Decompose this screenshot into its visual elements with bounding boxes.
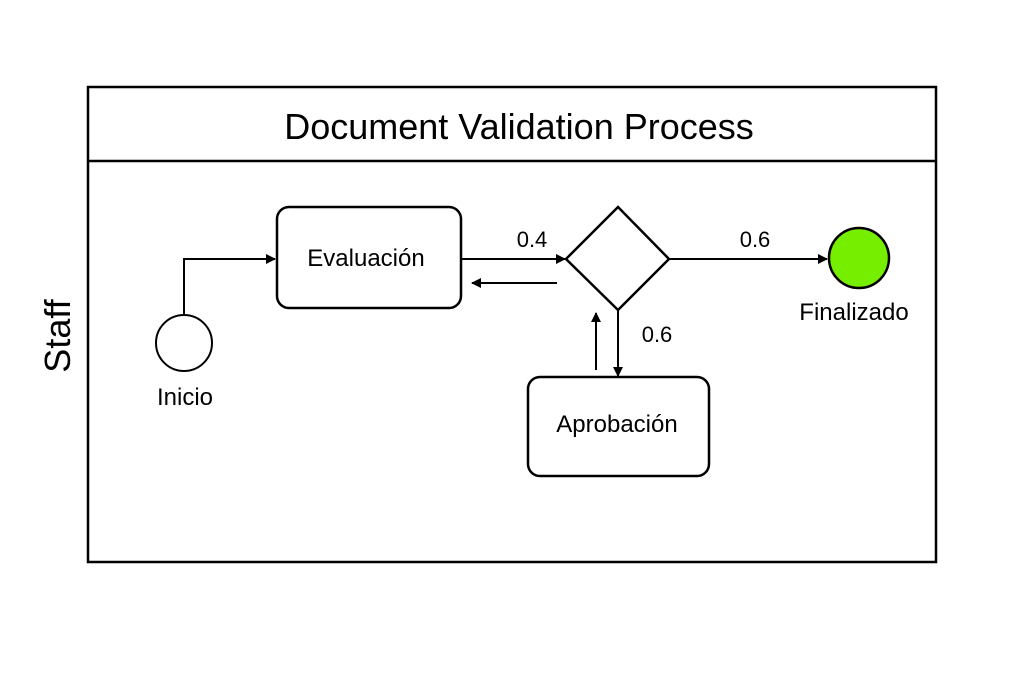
exclusive-gateway[interactable] <box>564 205 671 312</box>
task-evaluacion-label: Evaluación <box>307 245 424 272</box>
pool-title: Document Validation Process <box>284 106 754 147</box>
task-aprobacion-label: Aprobación <box>556 411 677 438</box>
edge-label-gateway-end: 0.6 <box>740 227 771 252</box>
end-event-label: Finalizado <box>799 299 908 326</box>
pool-box <box>86 85 938 564</box>
task-evaluacion[interactable] <box>275 205 463 310</box>
start-event[interactable] <box>155 314 213 372</box>
edge-start-to-evaluacion <box>183 254 276 315</box>
edge-label-gateway-aprobacion: 0.6 <box>642 322 673 347</box>
task-aprobacion[interactable] <box>526 375 711 478</box>
lane-label: Staff <box>37 298 78 372</box>
end-event[interactable] <box>827 226 891 290</box>
start-event-label: Inicio <box>157 384 213 411</box>
edge-label-evaluacion-gateway: 0.4 <box>517 227 548 252</box>
